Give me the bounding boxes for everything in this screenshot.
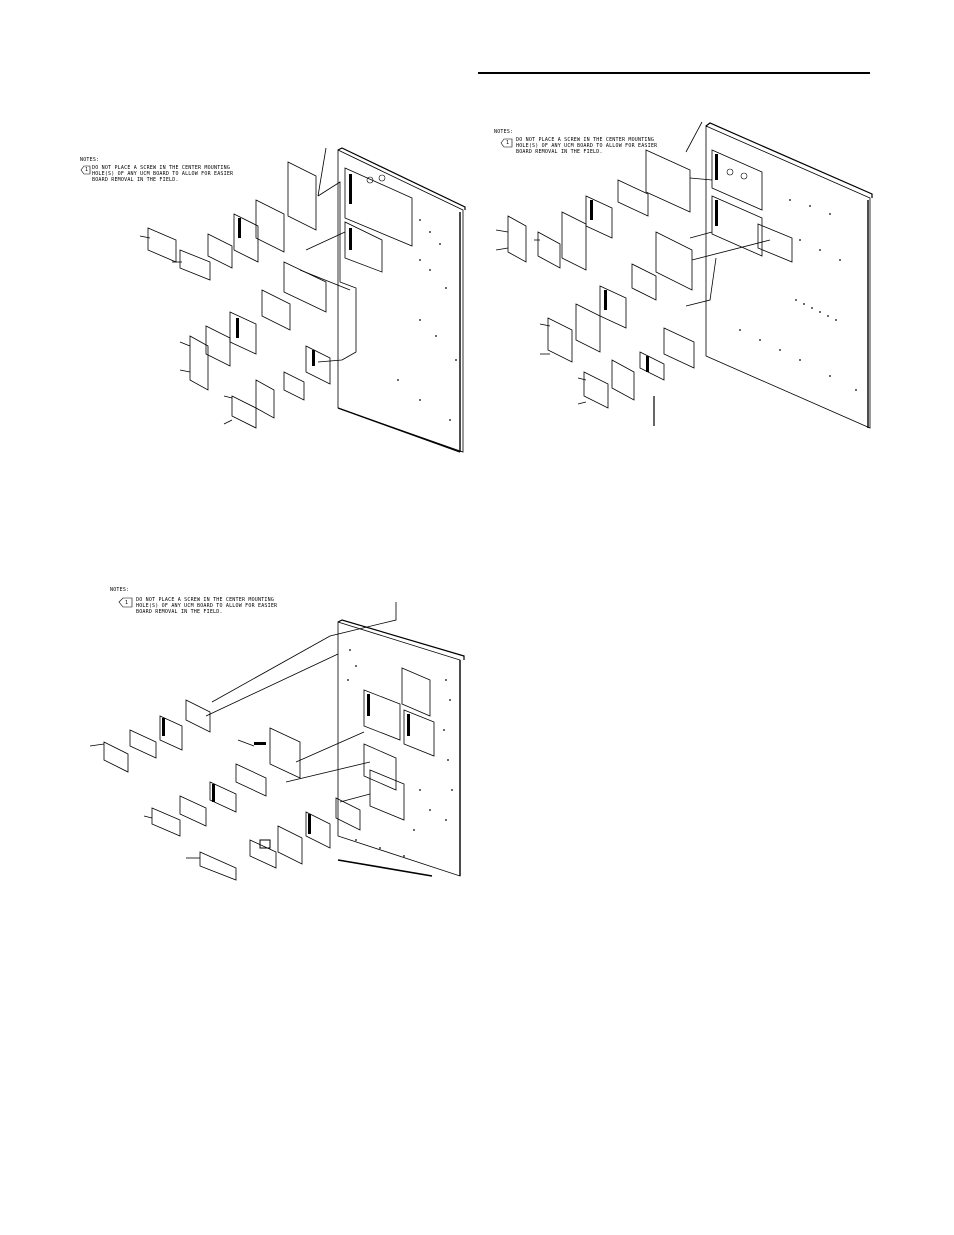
note-flag-number: 1 (506, 140, 510, 146)
figure-1-note-text: DO NOT PLACE A SCREW IN THE CENTER MOUNT… (92, 165, 233, 183)
notes-title: NOTES: (110, 587, 130, 593)
note-line: BOARD REMOVAL IN THE FIELD. (136, 609, 223, 615)
figure-2-note-text: DO NOT PLACE A SCREW IN THE CENTER MOUNT… (516, 137, 657, 155)
note-line: BOARD REMOVAL IN THE FIELD. (92, 177, 179, 183)
figure-3-notes: NOTES: (110, 587, 129, 593)
note-line: DO NOT PLACE A SCREW IN THE CENTER MOUNT… (136, 597, 275, 603)
figure-3-note-text: DO NOT PLACE A SCREW IN THE CENTER MOUNT… (136, 597, 277, 615)
note-line: BOARD REMOVAL IN THE FIELD. (516, 149, 603, 155)
figure-2-notes: NOTES: (494, 129, 513, 135)
header-rule (478, 72, 870, 74)
notes-title: NOTES: (494, 129, 514, 135)
note-line: DO NOT PLACE A SCREW IN THE CENTER MOUNT… (92, 165, 231, 171)
note-line: HOLE(S) OF ANY UCM BOARD TO ALLOW FOR EA… (92, 171, 234, 177)
note-line: HOLE(S) OF ANY UCM BOARD TO ALLOW FOR EA… (516, 143, 658, 149)
figure-1-notes: NOTES: (80, 157, 99, 163)
notes-title: NOTES: (80, 157, 100, 163)
note-flag-number: 1 (85, 167, 89, 173)
note-line: HOLE(S) OF ANY UCM BOARD TO ALLOW FOR EA… (136, 603, 278, 609)
note-flag-number: 1 (125, 600, 129, 606)
note-line: DO NOT PLACE A SCREW IN THE CENTER MOUNT… (516, 137, 655, 143)
